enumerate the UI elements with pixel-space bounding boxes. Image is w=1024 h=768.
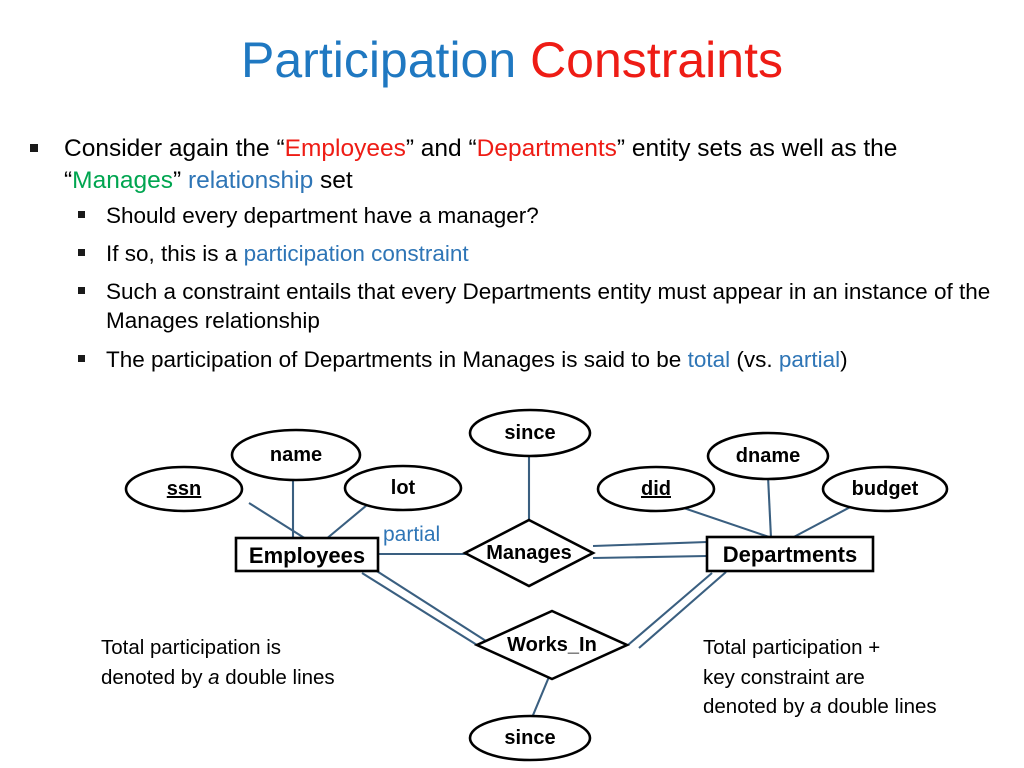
- edge-ssn-employees: [248, 502, 307, 540]
- bullet-body: Consider again the “Employees” and “Depa…: [26, 133, 1001, 383]
- bullet-level2-1: Should every department have a manager?: [76, 201, 1001, 230]
- attribute-ellipse-since-manages[interactable]: [468, 408, 592, 458]
- attribute-ellipse-ssn[interactable]: [124, 465, 244, 513]
- note-left-line2-b: double lines: [219, 665, 335, 689]
- note-right-line2: key constraint are: [703, 665, 865, 689]
- sub4-total: total: [687, 346, 731, 372]
- entity-label-departments: Departments: [722, 542, 858, 567]
- bullet-square-icon: [78, 354, 85, 362]
- edge-employees-worksin-outer: [361, 572, 478, 646]
- relationship-diamond-manages[interactable]: [462, 518, 596, 588]
- bullet-main-seg7: ”: [172, 166, 188, 194]
- bullet-level2-2: If so, this is a participation constrain…: [76, 239, 1001, 268]
- note-right-line3-a: denoted by: [703, 695, 811, 719]
- attribute-label-did: did: [641, 478, 671, 500]
- relationship-label-manages: Manages: [486, 542, 572, 564]
- attribute-label-lot: lot: [390, 477, 416, 499]
- attribute-label-ssn: ssn: [166, 478, 202, 500]
- attribute-label-name: name: [269, 444, 323, 466]
- title-space: [516, 32, 530, 88]
- bullet-main-seg1: Consider again the “: [64, 135, 285, 162]
- note-right-line1: Total participation +: [703, 636, 881, 659]
- sub2-seg1: If so, this is a: [106, 240, 244, 266]
- attribute-label-since-manages: since: [504, 422, 556, 444]
- edge-manages-departments-inner: [592, 554, 708, 560]
- bullet-level2-4: The participation of Departments in Mana…: [76, 345, 1001, 374]
- attribute-label-dname: dname: [735, 445, 801, 467]
- attribute-shapes: [124, 408, 949, 762]
- note-left-line2-italic: a: [208, 665, 220, 689]
- note-right: Total participation + key constraint are…: [703, 633, 937, 722]
- attribute-ellipse-since-worksin[interactable]: [468, 714, 592, 762]
- bullet-level1: Consider again the “Employees” and “Depa…: [26, 133, 1001, 197]
- entity-box-departments[interactable]: [705, 535, 875, 573]
- attribute-label-since-worksin: since: [504, 727, 556, 749]
- relationship-label-worksin: Works_In: [507, 634, 597, 656]
- sub4-seg1: The participation of Departments in Mana…: [106, 346, 688, 372]
- attribute-ellipse-did[interactable]: [596, 465, 716, 513]
- title-part-participation: Participation: [241, 32, 517, 88]
- note-left: Total participation is denoted by a doub…: [101, 633, 335, 692]
- edge-manages-departments-outer: [592, 540, 708, 548]
- sub2-participation-constraint: participation constraint: [243, 240, 469, 266]
- entity-label-employees: Employees: [248, 543, 366, 568]
- page-title: Participation Constraints: [0, 34, 1024, 87]
- partial-participation-tag: partial: [383, 523, 441, 546]
- edge-employees-worksin-inner: [371, 567, 487, 642]
- sub4-seg3: (vs.: [730, 346, 779, 372]
- edge-worksin-since: [530, 671, 552, 721]
- bullet-square-icon: [30, 144, 38, 152]
- bullet-main-seg9: set: [313, 166, 353, 194]
- edge-dname-departments: [766, 475, 773, 539]
- bullet-square-icon: [78, 287, 85, 295]
- relationship-diamond-worksin[interactable]: [473, 609, 631, 681]
- attribute-ellipse-lot[interactable]: [343, 464, 463, 512]
- entity-box-employees[interactable]: [234, 536, 380, 573]
- edge-departments-worksin-outer: [627, 572, 713, 646]
- bullet-main-manages: Manages: [72, 166, 173, 194]
- bullet-square-icon: [78, 210, 85, 218]
- bullet-level2-3: Such a constraint entails that every Dep…: [76, 277, 1001, 336]
- edge-budget-departments: [789, 503, 857, 540]
- note-right-line3-italic: a: [810, 695, 822, 719]
- attribute-ellipse-budget[interactable]: [821, 465, 949, 513]
- bullet-main-relationship: relationship: [187, 166, 314, 194]
- bullet-main-departments: Departments: [476, 135, 617, 162]
- bullet-sub-list: Should every department have a manager? …: [26, 201, 1001, 374]
- bullet-main-seg5: ” entity sets as well as the “: [64, 135, 898, 194]
- bullet-square-icon: [78, 248, 85, 256]
- note-left-line2-a: denoted by: [101, 665, 209, 689]
- sub1-seg1: Should every department have a manager?: [106, 202, 539, 228]
- attribute-label-budget: budget: [851, 478, 919, 500]
- note-left-line2: denoted by a double lines: [101, 663, 335, 693]
- entity-shapes: [234, 535, 875, 573]
- sub4-seg5: ): [840, 346, 848, 372]
- relationship-shapes: [462, 518, 631, 681]
- edge-lot-employees: [324, 504, 368, 541]
- attribute-ellipse-dname[interactable]: [706, 431, 830, 481]
- sub4-partial: partial: [778, 346, 841, 372]
- note-right-line3: denoted by a double lines: [703, 692, 937, 722]
- bullet-main-seg3: ” and “: [405, 135, 477, 162]
- note-right-line3-b: double lines: [821, 695, 937, 719]
- sub3-seg1: Such a constraint entails that every Dep…: [106, 279, 991, 334]
- attribute-ellipse-name[interactable]: [230, 428, 362, 482]
- title-part-constraints: Constraints: [530, 32, 783, 88]
- note-left-line1: Total participation is: [101, 636, 282, 659]
- bullet-main-employees: Employees: [284, 135, 406, 162]
